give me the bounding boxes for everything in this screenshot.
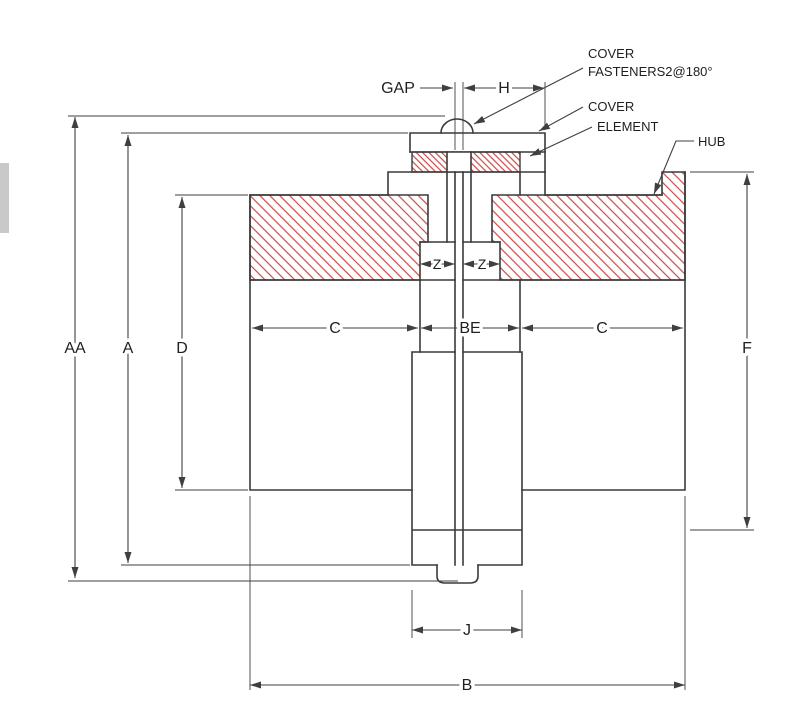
dim-label-a: A <box>123 340 134 357</box>
fastener-clearance <box>447 152 471 172</box>
callout-hub: HUB <box>698 134 725 149</box>
dim-label-gap: GAP <box>381 80 415 97</box>
dimension-labels: AA A D F C BE C Z Z GAP H J B <box>61 77 756 698</box>
right-hub-body <box>521 171 686 491</box>
dim-label-aa: AA <box>64 340 86 357</box>
left-hub-flange-hatch <box>249 194 429 281</box>
leader-element <box>529 126 593 157</box>
gap-faces <box>454 171 464 566</box>
dimension-lines <box>71 84 751 689</box>
leader-cover-fasteners <box>473 67 584 125</box>
dim-label-be: BE <box>459 320 480 337</box>
leader-cover <box>538 106 584 132</box>
dim-label-j: J <box>463 622 471 639</box>
fastener-shank <box>446 151 472 243</box>
right-rim <box>519 171 546 196</box>
callout-leaders <box>473 67 694 195</box>
center-skirt <box>411 351 523 566</box>
dim-label-c-right: C <box>596 320 608 337</box>
dim-label-z-right: Z <box>478 256 487 272</box>
page-edge-artifact <box>0 163 9 233</box>
dim-label-h: H <box>498 80 510 97</box>
leader-hub <box>653 140 694 195</box>
dim-label-b: B <box>462 677 473 694</box>
callout-labels: COVER FASTENERS2@180° COVER ELEMENT HUB <box>586 44 728 152</box>
callout-cover-fasteners-line2: FASTENERS2@180° <box>588 64 713 79</box>
dim-label-c-left: C <box>329 320 341 337</box>
left-rim <box>387 171 546 196</box>
callout-element: ELEMENT <box>597 119 658 134</box>
dim-label-f: F <box>742 340 752 357</box>
dim-label-d: D <box>176 340 188 357</box>
fastener-dome <box>440 118 474 134</box>
left-hub-body <box>249 194 413 491</box>
callout-cover-fasteners-line1: COVER <box>588 46 634 61</box>
dim-label-z-left: Z <box>433 256 442 272</box>
callout-cover: COVER <box>588 99 634 114</box>
coupling-outline <box>249 118 686 584</box>
bottom-plug <box>436 564 479 584</box>
extension-lines <box>68 82 754 690</box>
